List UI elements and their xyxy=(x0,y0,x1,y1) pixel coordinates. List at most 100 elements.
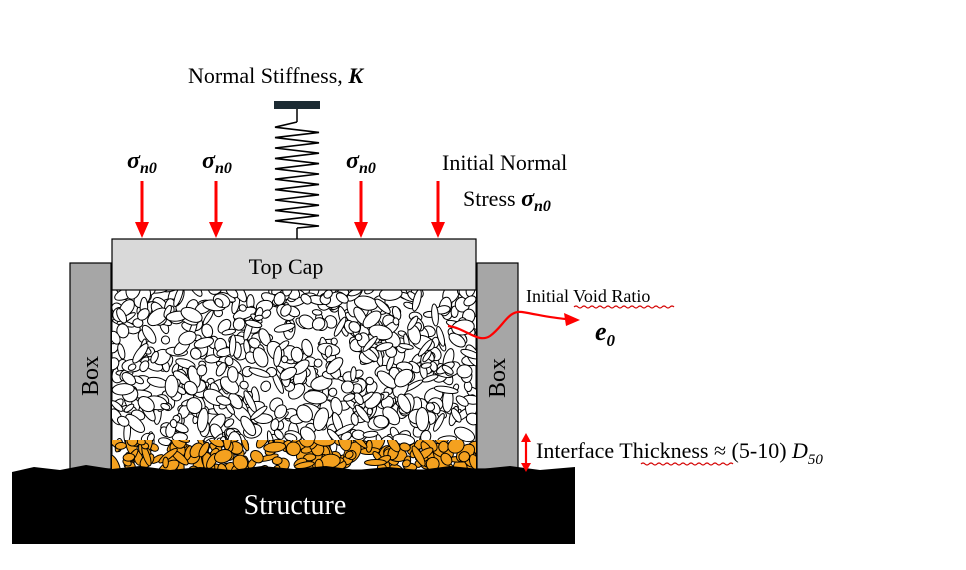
soil-grain xyxy=(160,402,171,411)
soil-grain xyxy=(164,374,179,398)
initial-normal-label: Initial Normal xyxy=(442,150,567,175)
soil-grain xyxy=(263,441,287,453)
soil-grain xyxy=(282,290,293,297)
normal-stiffness-label: Normal Stiffness, K xyxy=(188,63,364,88)
soil-grain xyxy=(455,395,469,407)
soil-grain xyxy=(189,290,203,297)
soil-grain xyxy=(273,322,296,333)
initial-void-ratio-label: Initial Void Ratio xyxy=(526,286,650,306)
soil-grain xyxy=(411,445,426,467)
box-wall-right: Box xyxy=(476,262,519,470)
soil-grain xyxy=(311,317,326,331)
box-label-left: Box xyxy=(78,356,104,396)
soil-grain xyxy=(208,440,225,448)
void-label-underline xyxy=(573,305,675,309)
soil-grain xyxy=(436,326,446,347)
soil-grain xyxy=(180,306,203,323)
soil-grain xyxy=(366,407,373,416)
soil-grain xyxy=(280,304,292,317)
soil-grain xyxy=(198,441,210,458)
soil-grain xyxy=(441,364,454,375)
soil-grain xyxy=(285,441,301,457)
soil-grain xyxy=(116,308,128,324)
soil-grain xyxy=(137,396,155,413)
soil-grain xyxy=(465,412,476,426)
soil-grain xyxy=(310,375,333,391)
soil-grain xyxy=(112,357,120,371)
soil-grain xyxy=(255,440,270,449)
structure-label: Structure xyxy=(244,490,347,521)
soil-grain xyxy=(311,309,323,316)
soil-grain xyxy=(447,440,465,454)
soil-grain xyxy=(238,304,247,312)
soil-grain xyxy=(260,380,272,392)
soil-grain xyxy=(123,403,135,413)
soil-grain xyxy=(248,367,271,378)
soil-grain xyxy=(362,310,382,329)
interface-thickness-label: Interface Thickness ≈ (5-10) D50 xyxy=(536,438,823,468)
soil-grain xyxy=(323,290,333,299)
soil-grain xyxy=(117,415,130,427)
soil-grain xyxy=(240,415,257,437)
soil-grain xyxy=(112,383,135,396)
soil-grain xyxy=(137,308,150,321)
soil-grain xyxy=(162,456,169,469)
soil-grain xyxy=(196,364,208,377)
soil-grain xyxy=(362,430,379,438)
stress-arrow-3 xyxy=(354,181,368,238)
soil-grain xyxy=(460,348,476,360)
soil-grain xyxy=(397,393,412,414)
soil-grain xyxy=(387,440,401,453)
stress-arrow-4 xyxy=(431,181,445,238)
soil-grain xyxy=(271,456,283,466)
soil-grain xyxy=(425,456,440,470)
interface-label-underline xyxy=(640,462,734,466)
soil-grain xyxy=(243,390,257,413)
soil-grain xyxy=(132,343,149,364)
soil-grain xyxy=(433,413,445,432)
soil-grain xyxy=(376,370,397,389)
soil-grain xyxy=(196,407,209,433)
soil-grain xyxy=(354,333,363,342)
stress-label: Stress σn0 xyxy=(463,186,551,215)
sigma-label-1: σn0 xyxy=(127,148,157,177)
soil-grain xyxy=(335,292,349,304)
soil-grain xyxy=(270,418,280,432)
soil-grain xyxy=(221,328,237,336)
soil-grain xyxy=(228,392,243,410)
soil-grain xyxy=(450,407,462,423)
soil-grain xyxy=(340,380,355,394)
soil-grain xyxy=(112,400,124,412)
soil-grain xyxy=(215,395,232,406)
soil-grain xyxy=(448,332,466,348)
interface-thickness-arrow xyxy=(521,433,531,472)
soil-grain xyxy=(411,290,422,312)
soil-grain xyxy=(456,364,473,379)
soil-grain xyxy=(344,450,354,459)
soil-grain xyxy=(279,366,298,381)
soil-grain xyxy=(333,316,347,337)
sigma-label-2: σn0 xyxy=(202,148,232,177)
soil-grain xyxy=(160,335,171,345)
interface-grains xyxy=(112,440,476,470)
soil-grain xyxy=(215,362,227,377)
soil-grain xyxy=(227,366,239,383)
soil-grain xyxy=(150,350,159,364)
soil-grain xyxy=(193,337,215,349)
soil-grain xyxy=(394,368,414,388)
soil-grain xyxy=(337,440,352,452)
soil-grain xyxy=(126,440,139,447)
soil-grain xyxy=(398,343,414,350)
soil-grain xyxy=(240,440,250,452)
soil-grain xyxy=(169,419,178,429)
soil-grain xyxy=(469,454,476,470)
soil-grain xyxy=(313,358,323,368)
soil-grain xyxy=(364,458,387,467)
soil-grain xyxy=(463,295,476,307)
soil-grain xyxy=(374,298,391,314)
stress-arrow-2 xyxy=(209,181,223,238)
soil-grain xyxy=(350,412,359,426)
soil-grain xyxy=(294,461,315,470)
soil-grain xyxy=(298,440,315,448)
soil-grain xyxy=(223,418,235,428)
